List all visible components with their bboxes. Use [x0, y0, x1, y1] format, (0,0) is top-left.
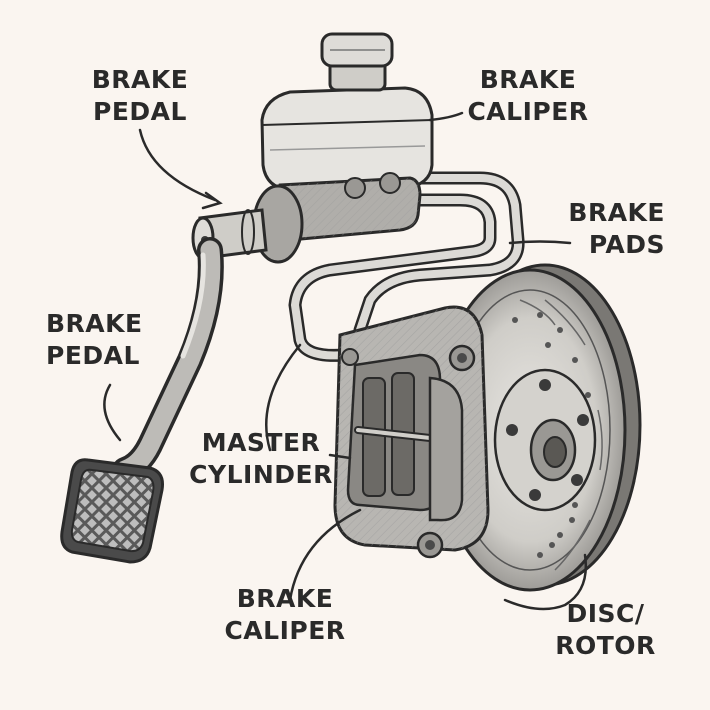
label-brake-caliper-top: BRAKE CALIPER — [458, 64, 598, 128]
label-master-cylinder-line1: MASTER — [201, 428, 321, 457]
leader-brake-pedal-top — [138, 128, 217, 202]
leader-lines — [103, 111, 588, 611]
leader-master-cylinder-b — [328, 453, 352, 460]
label-brake-pads-line2: PADS — [588, 230, 665, 259]
label-brake-caliper-bottom: BRAKE CALIPER — [215, 583, 355, 647]
leader-brake-caliper-top — [428, 111, 464, 122]
leader-brake-caliper-bottom — [288, 508, 362, 602]
caliper-drawing — [333, 305, 490, 559]
label-master-cylinder-line2: CYLINDER — [189, 460, 333, 489]
label-brake-caliper-top-line2: CALIPER — [467, 97, 589, 126]
label-brake-pedal-top-line1: BRAKE — [91, 65, 189, 94]
label-brake-pedal-left-line1: BRAKE — [46, 309, 143, 338]
leader-disc-rotor — [503, 553, 588, 611]
label-brake-pedal-top-line2: PEDAL — [93, 97, 187, 126]
label-brake-caliper-top-line1: BRAKE — [479, 65, 577, 94]
label-master-cylinder: MASTER CYLINDER — [186, 427, 336, 491]
label-brake-pedal-left-line2: PEDAL — [46, 341, 140, 370]
label-brake-caliper-bottom-line1: BRAKE — [236, 584, 334, 613]
disc-rotor-drawing — [433, 263, 642, 592]
master-cylinder-drawing — [191, 32, 434, 264]
leader-brake-pads — [508, 240, 572, 245]
label-disc-rotor-line1: DISC/ — [566, 599, 645, 628]
brake-lines — [288, 171, 525, 362]
arrowhead-brake-pedal-top — [201, 191, 223, 210]
label-brake-pads: BRAKE PADS — [540, 197, 665, 261]
label-brake-pedal-top: BRAKE PEDAL — [80, 64, 200, 128]
label-brake-pads-line1: BRAKE — [568, 198, 665, 227]
label-brake-pedal-left: BRAKE PEDAL — [46, 308, 166, 372]
label-disc-rotor: DISC/ ROTOR — [548, 598, 663, 662]
label-brake-caliper-bottom-line2: CALIPER — [224, 616, 346, 645]
leader-brake-pedal-left — [103, 383, 122, 442]
brake-pedal-drawing — [60, 237, 224, 564]
label-disc-rotor-line2: ROTOR — [555, 631, 656, 660]
leader-master-cylinder-a — [265, 343, 302, 452]
